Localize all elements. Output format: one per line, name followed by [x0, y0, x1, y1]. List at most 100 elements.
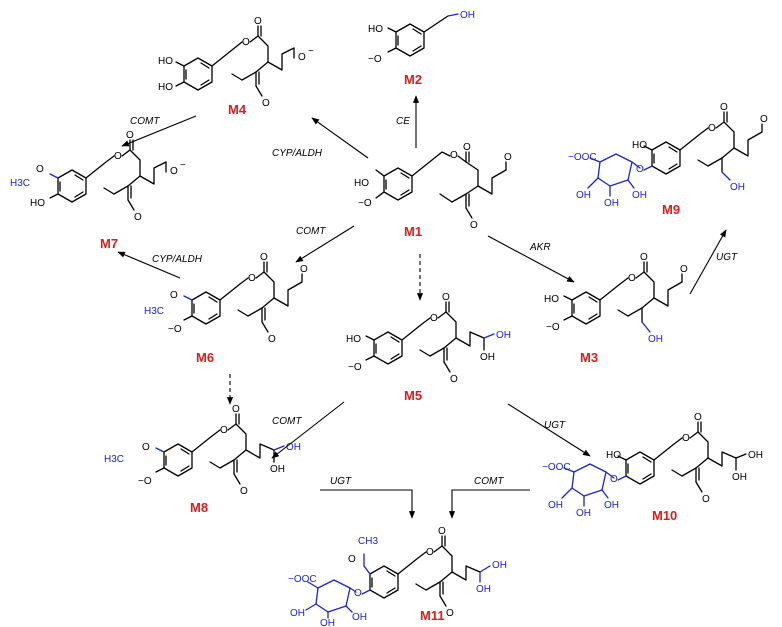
atom-o-ester-M11: O — [426, 547, 434, 558]
enzyme-akr: AKR — [529, 242, 551, 253]
label-M1: M1 — [404, 224, 422, 239]
atom-oh2-M10: OH — [732, 472, 747, 483]
atom-ho-M7: HO — [30, 198, 45, 209]
atom-ho2-M10: OH — [576, 508, 591, 519]
enzyme-comt-m5-m8: COMT — [272, 416, 302, 427]
atom-o-minus-M5: −O — [348, 362, 362, 373]
atom-o-carboxylate-M4: O — [298, 52, 306, 63]
label-M10: M10 — [652, 508, 677, 523]
enzyme-comt-m1-m6: COMT — [296, 226, 326, 237]
atom-o-minus-M1: −O — [358, 198, 372, 209]
enzyme-ugt-m8-m11: UGT — [330, 476, 352, 487]
atom-ho-M3: HO — [544, 294, 559, 305]
atom-o-methoxy-M6: O — [170, 290, 178, 301]
structure-M8 — [155, 413, 285, 485]
atom-o-aldehyde-M9: O — [760, 114, 768, 125]
label-M9: M9 — [662, 202, 680, 217]
label-M7: M7 — [100, 236, 118, 251]
arrow-M3-M9 — [689, 229, 727, 295]
structure-M10 — [561, 421, 747, 507]
atom-o-carbonyl-M3: O — [640, 252, 648, 263]
atom-ho1-M10: OH — [548, 500, 563, 511]
enzyme-comt-m10-m11: COMT — [474, 476, 504, 487]
atom-ho2-M11: OH — [320, 618, 335, 627]
enzyme-ugt-m5-m10: UGT — [544, 420, 566, 431]
atom-o-aldehyde-M5: O — [450, 374, 458, 385]
atom-o-carbonyl-M1: O — [463, 142, 471, 153]
atom-o-link-M10: O — [610, 474, 618, 485]
atom-o-carbonyl-M7: O — [126, 130, 134, 141]
atom-o-aldehyde-M8: O — [240, 486, 248, 497]
atom-o-methoxy-M7: O — [36, 164, 44, 175]
atom-oh1-M8: OH — [286, 442, 301, 453]
structure-M1 — [375, 151, 507, 219]
atom-oh1-M5: OH — [496, 330, 511, 341]
enzyme-cyp-m6-m7: CYP/ALDH — [152, 254, 203, 265]
atom-oh2-M5: OH — [480, 352, 495, 363]
atom-ho2-M9: OH — [604, 198, 619, 209]
atom-oh3-M11: OH — [352, 612, 367, 623]
atom-o-aldehyde-M3: O — [680, 264, 688, 275]
atom-o-carbonyl-M8: O — [232, 404, 240, 415]
enzyme-cyp-m1-m4: CYP/ALDH — [272, 148, 323, 159]
atom-o-minus-M6: −O — [168, 324, 182, 335]
atom-h3c-M8: H3C — [104, 454, 124, 465]
atom-o-carbonyl-M10: O — [694, 412, 702, 423]
atom-o-ester-M1: O — [450, 150, 458, 161]
atom-o-ester-M9: O — [708, 123, 716, 134]
atom-ooc-M10: −OOC — [542, 462, 571, 473]
atom-ho-M5: HO — [346, 334, 361, 345]
atom-o-aldehyde-M7: O — [134, 212, 142, 223]
label-M8: M8 — [190, 500, 208, 515]
label-M6: M6 — [196, 350, 214, 365]
atom-o-minus-M3: −O — [546, 322, 560, 333]
enzyme-ce: CE — [396, 116, 410, 127]
atom-o-carboxylate-M7: O — [170, 166, 178, 177]
atom-ho1-M9: OH — [576, 190, 591, 201]
structure-M9 — [587, 111, 763, 197]
atom-ho-M9: HO — [632, 140, 647, 151]
atom-o-ester-M5: O — [430, 313, 438, 324]
atom-o-charge-M7: − — [180, 160, 186, 171]
atom-oh1-M11: OH — [492, 560, 507, 571]
arrow-M1-M6 — [295, 225, 355, 263]
atom-o-carbonyl-M5: O — [442, 292, 450, 303]
arrow-M8-M11 — [320, 489, 416, 519]
structure-M4 — [175, 25, 295, 97]
atom-o-carbonyl-M4: O — [254, 16, 262, 27]
atom-ho-M10: HO — [606, 450, 621, 461]
atom-o-link-M9: O — [636, 164, 644, 175]
atom-o-ester-M7: O — [114, 151, 122, 162]
atom-h3c-M7: H3C — [10, 178, 30, 189]
label-M4: M4 — [228, 102, 247, 117]
label-M3: M3 — [580, 350, 598, 365]
atom-h3c-M6: H3C — [144, 306, 164, 317]
arrow-M6-M7 — [117, 251, 181, 279]
atom-o-aldehyde2-M6: O — [268, 334, 276, 345]
atom-o-minus-M2: −O — [368, 54, 382, 65]
atom-o-ester-M10: O — [682, 433, 690, 444]
structure-M5 — [365, 301, 495, 373]
atom-ho2-M4: HO — [158, 82, 173, 93]
atom-o-methoxy-M8: O — [142, 442, 150, 453]
label-M11: M11 — [420, 608, 445, 623]
atom-o-ester-M4: O — [242, 37, 250, 48]
atom-oh1-M10: OH — [748, 450, 763, 461]
atom-o-ester-M8: O — [220, 425, 228, 436]
atom-o-charge-M4: − — [308, 46, 314, 57]
atom-o-aldehyde-M11: O — [446, 608, 454, 619]
atom-oh2-M8: OH — [270, 464, 285, 475]
atom-oh2-M11: OH — [476, 584, 491, 595]
atom-oh-M3: OH — [648, 334, 663, 345]
atom-ooc-M9: −OOC — [568, 152, 597, 163]
arrow-M10-M11 — [448, 489, 530, 519]
atom-o-carbonyl-M11: O — [438, 526, 446, 537]
atom-o-carbonyl-M9: O — [720, 102, 728, 113]
atom-o-aldehyde-M10: O — [702, 494, 710, 505]
atom-o-ester-M3: O — [628, 273, 636, 284]
atom-oh-M9: OH — [730, 182, 745, 193]
atom-o-aldehyde2-M1: O — [470, 220, 478, 231]
structure-M6 — [183, 261, 303, 333]
enzyme-ugt-m3-m9: UGT — [716, 252, 738, 263]
